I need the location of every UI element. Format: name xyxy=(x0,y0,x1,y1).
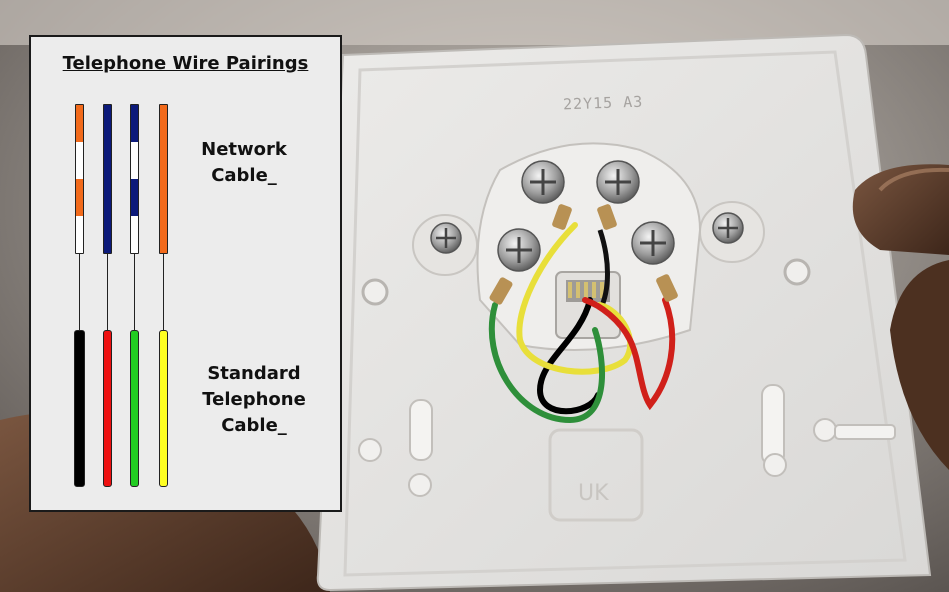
screw-ear-right xyxy=(712,212,744,244)
wire-pairings-diagram: Telephone Wire Pairings Network Cable_ S… xyxy=(29,35,342,512)
screw-ear-left xyxy=(430,222,462,254)
standard-label-line-3: Cable_ xyxy=(221,415,287,436)
mount-hole-left xyxy=(361,278,389,306)
photo-wire-green xyxy=(488,302,606,424)
network-label-line-2: Cable_ xyxy=(211,165,277,186)
plate-marking: 22Y15 A3 xyxy=(562,92,644,114)
network-wire-blue xyxy=(103,104,112,254)
standard-wire-green xyxy=(130,330,139,487)
network-wire-blue-white xyxy=(130,104,139,254)
standard-wire-black xyxy=(74,330,85,487)
network-wire-orange-white xyxy=(75,104,84,254)
connector-line xyxy=(163,254,164,330)
logo-text: UK xyxy=(578,481,609,506)
screw-top-right xyxy=(596,160,640,204)
connector-line xyxy=(107,254,108,330)
network-cable-label: Network Cable_ xyxy=(189,137,299,189)
standard-telephone-cable-label: Standard Telephone Cable_ xyxy=(186,361,322,439)
photo-wire-black xyxy=(536,297,601,415)
photo-wire-red xyxy=(582,297,676,411)
screw-mid-right xyxy=(631,221,675,265)
screw-mid-left xyxy=(497,228,541,272)
right-hand xyxy=(852,164,949,255)
network-label-line-1: Network xyxy=(201,139,287,160)
standard-wire-red xyxy=(103,330,112,487)
screw-top-left xyxy=(521,160,565,204)
standard-wire-yellow xyxy=(159,330,168,487)
connector-line xyxy=(134,254,135,330)
standard-label-line-2: Telephone xyxy=(202,389,306,410)
network-wire-orange xyxy=(159,104,168,254)
standard-label-line-1: Standard xyxy=(207,363,301,384)
embossed-logo xyxy=(548,428,644,522)
mount-hole-right xyxy=(783,258,811,286)
diagram-title: Telephone Wire Pairings xyxy=(62,53,309,74)
connector-line xyxy=(79,254,80,330)
